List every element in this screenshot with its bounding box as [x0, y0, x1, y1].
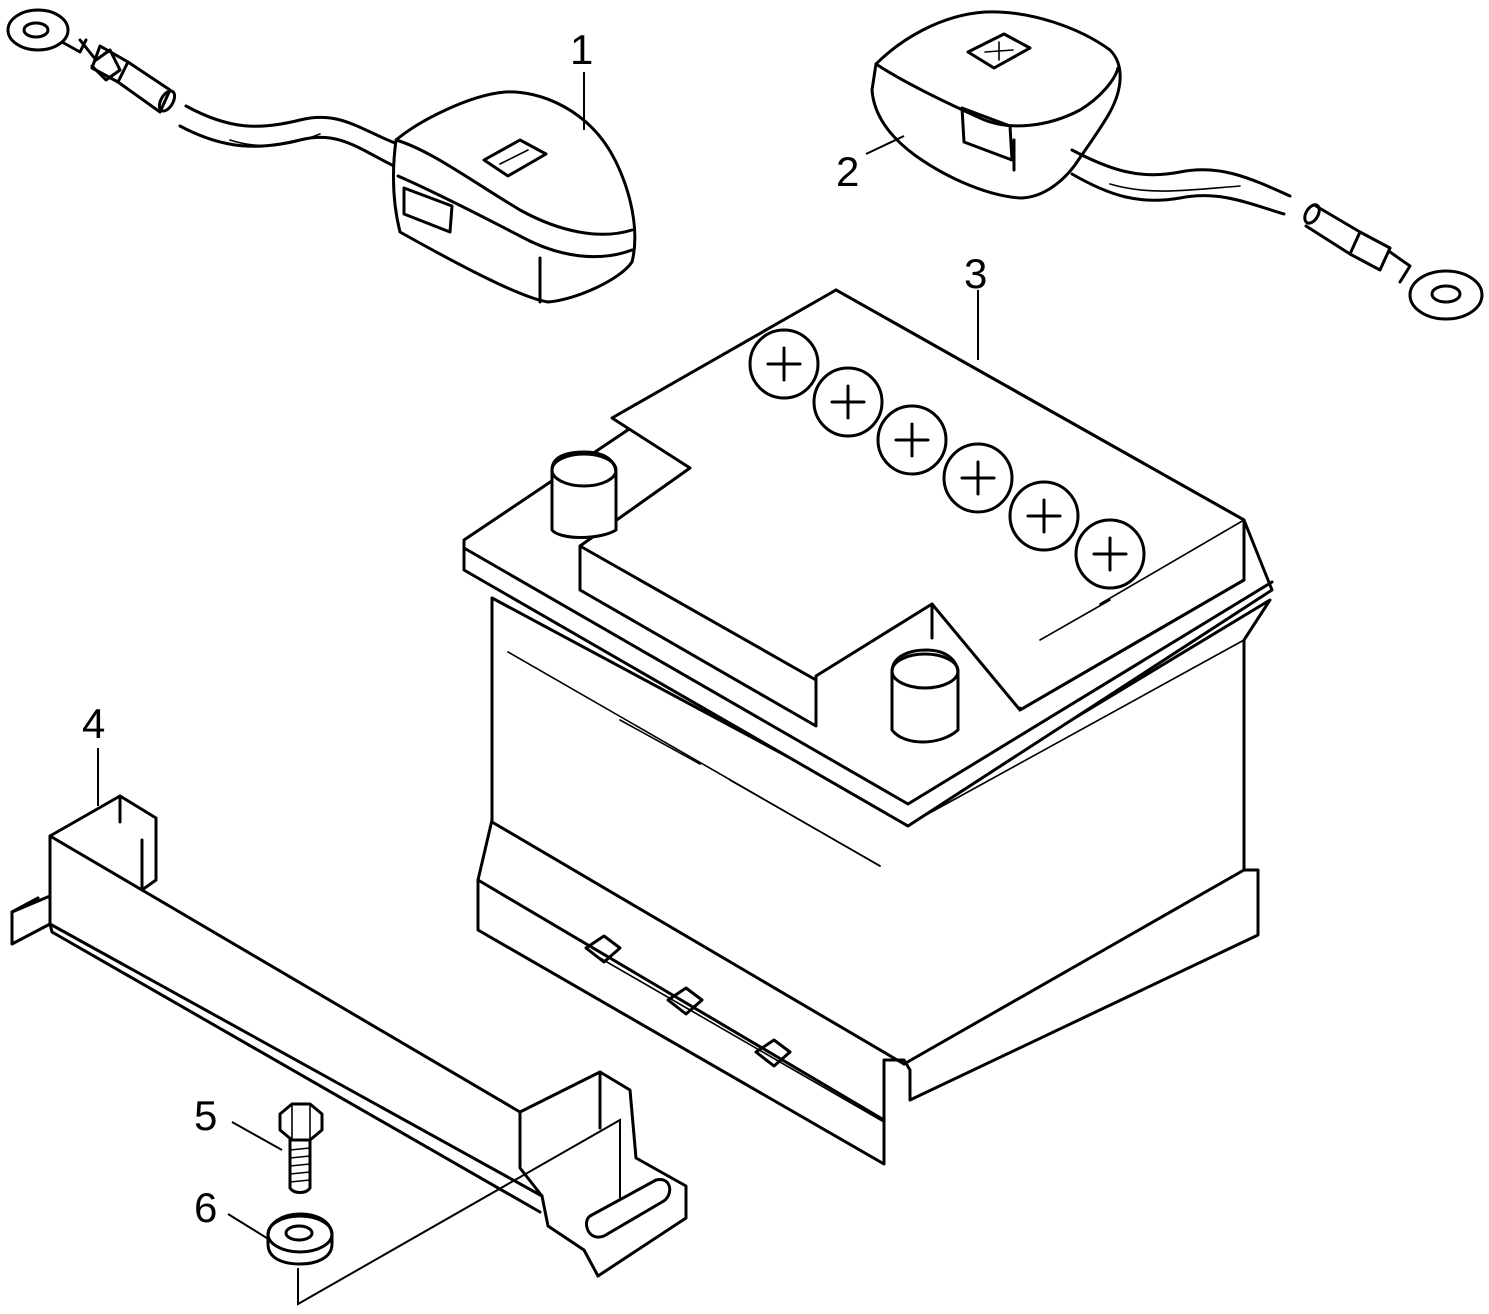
- callout-4: 4: [82, 700, 105, 747]
- vent-caps: [748, 328, 1146, 590]
- battery-terminal-posts: [550, 450, 960, 744]
- callout-6: 6: [194, 1184, 217, 1231]
- battery-part: [462, 288, 1274, 1166]
- negative-terminal-cover-part: [6, 8, 637, 304]
- callout-1: 1: [570, 26, 593, 73]
- callout-5: 5: [194, 1092, 217, 1139]
- callout-3: 3: [964, 250, 987, 297]
- callout-2: 2: [836, 148, 859, 195]
- washer-part: [227, 1212, 334, 1266]
- assembly-reference-line: [297, 1118, 621, 1306]
- hold-down-bracket-part: [10, 748, 688, 1278]
- bolt-part: [231, 1102, 324, 1194]
- positive-terminal-cover-part: [865, 10, 1484, 321]
